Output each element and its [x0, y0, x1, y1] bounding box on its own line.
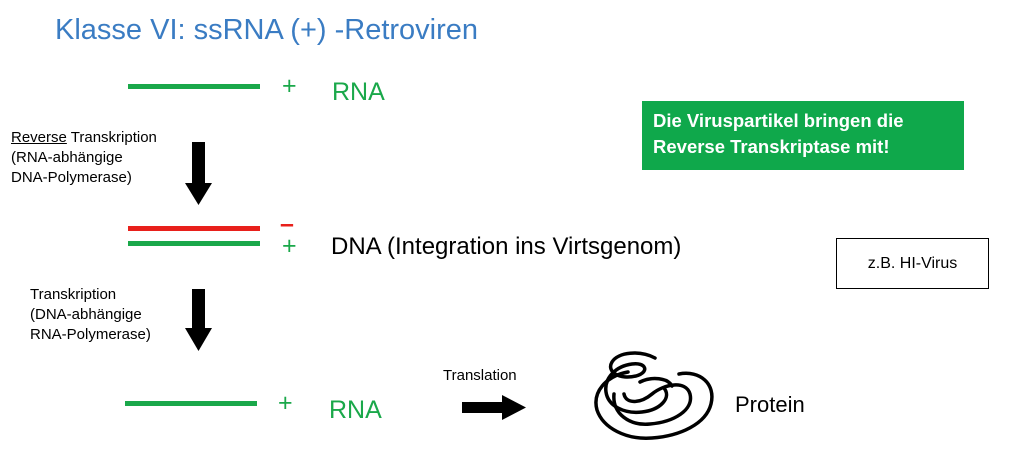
reverse-transcription-label: Reverse Transkription (RNA-abhängige DNA…: [11, 128, 201, 188]
dna-strand-minus: [128, 226, 260, 231]
dna-polymerase-line: DNA-Polymerase): [11, 169, 132, 186]
rna-dependent-line: (RNA-abhängige: [11, 149, 123, 166]
virus-particles-note: Die Viruspartikel bringen die Reverse Tr…: [642, 101, 964, 170]
rna-label-bottom: RNA: [329, 396, 382, 424]
dna-dependent-line: (DNA-abhängige: [30, 306, 142, 323]
minus-sign: –: [280, 210, 294, 238]
plus-sign-top: +: [282, 72, 297, 100]
rna-label-top: RNA: [332, 78, 385, 106]
plus-sign-middle: +: [282, 232, 297, 260]
transcription-word: Transkription: [66, 129, 157, 146]
note-line-2: Reverse Transkriptase mit!: [653, 136, 890, 157]
protein-scribble-icon: [594, 351, 714, 440]
translation-label: Translation: [443, 367, 517, 384]
dna-label: DNA (Integration ins Virtsgenom): [331, 233, 682, 260]
reverse-word: Reverse: [11, 129, 67, 146]
rna-strand-top: [128, 84, 260, 89]
page-title: Klasse VI: ssRNA (+) -Retroviren: [55, 14, 479, 46]
arrow-right-icon: [462, 395, 526, 420]
rna-polymerase-line: RNA-Polymerase): [30, 326, 151, 343]
transcription-line: Transkription: [30, 286, 117, 303]
arrow-down-icon: [185, 142, 212, 205]
example-text: z.B. HI-Virus: [867, 254, 958, 272]
rna-strand-bottom: [125, 401, 257, 406]
dna-strand-plus: [128, 241, 260, 246]
note-line-1: Die Viruspartikel bringen die: [653, 110, 904, 131]
plus-sign-bottom: +: [278, 389, 293, 417]
protein-label: Protein: [735, 392, 805, 417]
example-box: z.B. HI-Virus: [836, 238, 989, 289]
transcription-label: Transkription (DNA-abhängige RNA-Polymer…: [30, 285, 200, 345]
arrow-down-icon: [185, 289, 212, 351]
